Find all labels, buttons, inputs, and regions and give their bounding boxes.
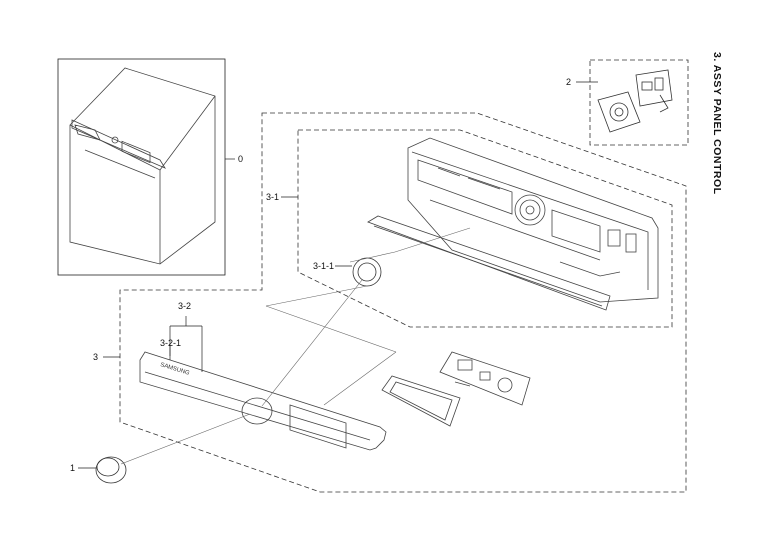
front-panel-3-2	[139, 351, 387, 451]
guide-lines	[120, 227, 471, 465]
part-0-box	[57, 58, 226, 276]
knob-1	[95, 456, 127, 484]
part-2-frame	[589, 59, 689, 146]
label-part-3-1: 3-1	[266, 192, 280, 202]
panel-deco-strip	[367, 215, 611, 311]
washer-unit	[69, 67, 216, 265]
leader-lines	[78, 81, 598, 469]
label-part-2: 2	[566, 77, 572, 87]
brand-mark: SAMSUNG	[159, 362, 190, 377]
assy-frame-3-1	[297, 129, 673, 328]
label-part-3-2: 3-2	[178, 301, 192, 311]
label-part-1: 1	[70, 463, 76, 473]
label-part-3: 3	[93, 352, 99, 362]
label-part-3-2-1: 3-2-1	[160, 338, 182, 348]
knob-ring-3-1-1	[352, 257, 382, 287]
control-panel-frame	[407, 137, 659, 303]
page-title: 3. ASSY PANEL CONTROL	[711, 52, 723, 195]
label-part-3-1-1: 3-1-1	[313, 261, 335, 271]
display-window	[381, 375, 461, 427]
label-part-0: 0	[238, 154, 244, 164]
part-2-module	[597, 69, 673, 133]
main-pcb	[439, 351, 531, 406]
assy-frame-3	[119, 112, 687, 493]
